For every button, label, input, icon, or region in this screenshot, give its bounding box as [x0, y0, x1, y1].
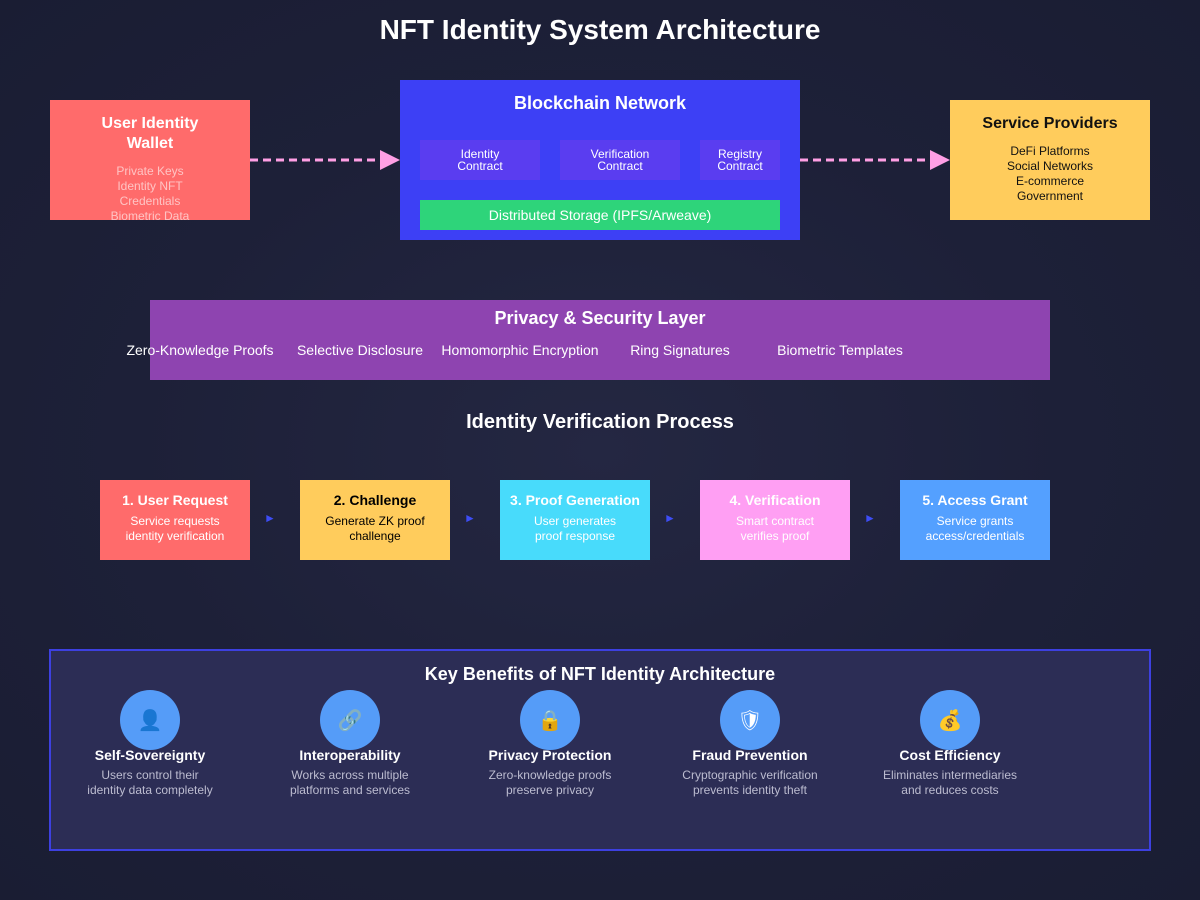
provider-government: Government: [1016, 189, 1084, 203]
privacy-security-layer: Privacy & Security Layer: [150, 300, 1050, 380]
wallet-item-private-keys: Private Keys: [116, 164, 184, 178]
distributed-storage: Distributed Storage (IPFS/Arweave): [420, 200, 780, 230]
benefit-desc-line1: Eliminates intermediaries: [882, 768, 1018, 782]
benefit-desc-privacy-protection: Zero-knowledge proofs preserve privacy: [430, 768, 670, 798]
step-description: Service grants access/credentials: [900, 514, 1050, 544]
provider-defi: DeFi Platforms: [1010, 144, 1090, 158]
step-arrow-icon: ►: [664, 511, 676, 525]
privacy-item-zkp: Zero-Knowledge Proofs: [126, 342, 274, 358]
benefit-desc-line2: preserve privacy: [505, 783, 595, 797]
step-desc-line2: identity verification: [125, 529, 225, 543]
privacy-item-selective-disclosure: Selective Disclosure: [296, 342, 424, 358]
step-desc-line1: User generates: [533, 514, 617, 528]
wallet-title: User Identity Wallet: [50, 114, 250, 154]
lock-icon: 🔒: [520, 690, 580, 750]
benefit-desc-line2: prevents identity theft: [692, 783, 808, 797]
step-desc-line2: verifies proof: [740, 529, 810, 543]
wallet-title-line1: User Identity: [101, 115, 199, 132]
wallet-title-line2: Wallet: [126, 135, 174, 152]
step-user-request: 1. User Request Service requests identit…: [100, 480, 250, 560]
provider-social: Social Networks: [1006, 159, 1094, 173]
contract-label-line2: Contract: [717, 159, 763, 173]
step-desc-line1: Service requests: [130, 514, 220, 528]
service-providers: Service Providers DeFi Platforms Social …: [950, 100, 1150, 220]
privacy-item-ring-signatures: Ring Signatures: [630, 342, 730, 358]
benefit-title-fraud-prevention: Fraud Prevention: [692, 747, 808, 763]
benefit-desc-cost-efficiency: Eliminates intermediaries and reduces co…: [830, 768, 1070, 798]
process-title: Identity Verification Process: [466, 411, 734, 433]
benefit-desc-fraud-prevention: Cryptographic verification prevents iden…: [630, 768, 870, 798]
benefit-title-self-sovereignty: Self-Sovereignty: [94, 747, 206, 763]
step-challenge: 2. Challenge Generate ZK proof challenge: [300, 480, 450, 560]
benefit-desc-line2: platforms and services: [289, 783, 411, 797]
step-title: 1. User Request: [122, 492, 228, 508]
connection-arrows: [250, 150, 950, 170]
contract-label-line2: Contract: [457, 159, 503, 173]
step-description: Service requests identity verification: [100, 514, 250, 544]
benefit-desc-line2: and reduces costs: [901, 783, 999, 797]
privacy-item-biometric-templates: Biometric Templates: [777, 342, 903, 358]
contract-label-line1: Verification: [590, 147, 650, 161]
blockchain-title: Blockchain Network: [513, 93, 687, 113]
identity-contract: Identity Contract: [420, 140, 540, 180]
benefit-desc-line1: Users control their: [101, 768, 199, 782]
step-verification: 4. Verification Smart contract verifies …: [700, 480, 850, 560]
money-icon: 💰: [920, 690, 980, 750]
user-identity-wallet: User Identity Wallet Private Keys Identi…: [50, 100, 250, 223]
benefits-title: Key Benefits of NFT Identity Architectur…: [424, 664, 776, 684]
user-icon: 👤: [120, 690, 180, 750]
wallet-item-identity-nft: Identity NFT: [117, 179, 183, 193]
contract-label-line2: Contract: [597, 159, 643, 173]
shield-icon: 🛡: [720, 690, 780, 750]
step-description: User generates proof response: [500, 514, 650, 544]
registry-contract: Registry Contract: [700, 140, 780, 180]
verification-contract: Verification Contract: [560, 140, 680, 180]
wallet-to-blockchain-arrowhead: [380, 150, 400, 170]
step-title: 4. Verification: [729, 492, 821, 508]
step-desc-line2: proof response: [534, 529, 616, 543]
step-title: 5. Access Grant: [922, 492, 1028, 508]
step-arrow-icon: ►: [264, 511, 276, 525]
step-access-grant: 5. Access Grant Service grants access/cr…: [900, 480, 1050, 560]
blockchain-network: Blockchain Network Identity Contract Ver…: [400, 80, 800, 240]
benefit-title-interoperability: Interoperability: [299, 747, 401, 763]
blockchain-to-providers-arrowhead: [930, 150, 950, 170]
diagram-title: NFT Identity System Architecture: [379, 14, 821, 45]
benefit-title-privacy-protection: Privacy Protection: [488, 747, 612, 763]
benefit-desc-interoperability: Works across multiple platforms and serv…: [230, 768, 470, 798]
step-desc-line1: Service grants: [936, 514, 1014, 528]
step-description: Generate ZK proof challenge: [300, 514, 450, 544]
step-arrow-icon: ►: [864, 511, 876, 525]
benefit-desc-line2: identity data completely: [87, 783, 213, 797]
provider-ecommerce: E-commerce: [1015, 174, 1084, 188]
privacy-title: Privacy & Security Layer: [494, 308, 706, 328]
step-arrow-icon: ►: [464, 511, 476, 525]
privacy-item-homomorphic: Homomorphic Encryption: [441, 342, 599, 358]
step-description: Smart contract verifies proof: [700, 514, 850, 544]
wallet-item-biometric-data: Biometric Data: [110, 209, 190, 223]
benefit-desc-line1: Works across multiple: [291, 768, 409, 782]
benefit-title-cost-efficiency: Cost Efficiency: [899, 747, 1001, 763]
contract-label-line1: Identity: [460, 147, 500, 161]
step-desc-line1: Smart contract: [735, 514, 815, 528]
step-title: 3. Proof Generation: [510, 492, 640, 508]
benefit-desc-line1: Zero-knowledge proofs: [488, 768, 612, 782]
link-icon: 🔗: [320, 690, 380, 750]
step-title: 2. Challenge: [333, 492, 417, 508]
providers-title: Service Providers: [982, 115, 1118, 132]
benefit-desc-line1: Cryptographic verification: [682, 768, 818, 782]
benefits-panel: [49, 649, 1151, 851]
step-proof-generation: 3. Proof Generation User generates proof…: [500, 480, 650, 560]
wallet-item-credentials: Credentials: [119, 194, 181, 208]
step-desc-line2: challenge: [349, 529, 401, 543]
step-desc-line2: access/credentials: [925, 529, 1025, 543]
contract-label-line1: Registry: [717, 147, 762, 161]
benefit-desc-self-sovereignty: Users control their identity data comple…: [30, 768, 270, 798]
step-desc-line1: Generate ZK proof: [325, 514, 425, 528]
